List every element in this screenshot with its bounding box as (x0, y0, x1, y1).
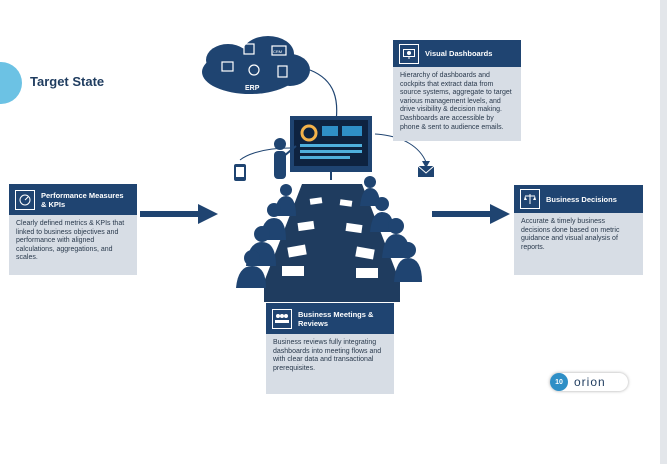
arrow-left-to-center (140, 204, 218, 224)
meetings-body: Business reviews fully integrating dashb… (266, 334, 394, 394)
page-number: 10 (550, 373, 568, 391)
attendees-right (360, 176, 422, 282)
system-icons (221, 43, 288, 78)
meetings-title: Business Meetings & Reviews (298, 309, 374, 328)
dashboard-screen (290, 116, 372, 180)
decisions-title: Business Decisions (546, 194, 617, 204)
conference-table (264, 184, 400, 302)
dashboard-icon (399, 43, 419, 64)
brand-badge: 10 orion (550, 373, 628, 391)
meeting-icon (272, 308, 292, 329)
erp-label: ERP (245, 85, 260, 92)
visual-dashboards-body: Hierarchy of dashboards and cockpits tha… (393, 67, 521, 141)
decisions-body: Accurate & timely business decisions don… (514, 213, 643, 275)
title-accent (0, 62, 22, 104)
crm-label: CRM (273, 49, 282, 54)
meeting-illustration: ERP CRM (202, 36, 435, 302)
attendees-left (236, 184, 296, 288)
performance-body: Clearly defined metrics & KPIs that link… (9, 215, 137, 275)
performance-header: Performance Measures & KPIs (9, 184, 137, 215)
scale-icon (520, 189, 540, 209)
page-title: Target State (30, 74, 105, 89)
visual-dashboards-title: Visual Dashboards (425, 49, 493, 58)
decisions-header: Business Decisions (514, 185, 643, 213)
email-icon (417, 165, 435, 177)
cloud-icon (202, 36, 310, 94)
meetings-header: Business Meetings & Reviews (266, 303, 394, 334)
visual-dashboards-header: Visual Dashboards (393, 40, 521, 67)
phone-icon (234, 164, 246, 181)
presenter-icon (274, 138, 297, 179)
slide-edge (660, 0, 667, 464)
arrow-center-to-right (432, 204, 510, 224)
performance-title: Performance Measures & KPIs (41, 190, 124, 209)
kpi-icon (15, 189, 35, 210)
brand-logo: orion (574, 375, 606, 389)
